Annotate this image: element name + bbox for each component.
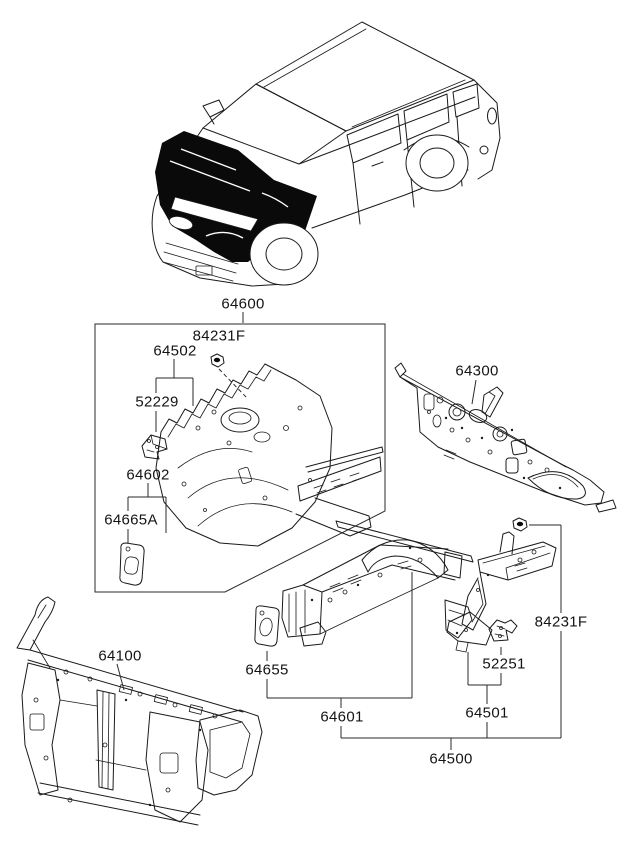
part-label-64501: 64501 bbox=[465, 704, 509, 722]
grommet-top-drawing bbox=[210, 353, 225, 368]
assembly-box-outline bbox=[94, 323, 386, 593]
part-label-64665a: 64665A bbox=[104, 511, 158, 529]
part-label-64100: 64100 bbox=[98, 647, 142, 665]
part-label-84231f-right: 84231F bbox=[534, 613, 588, 631]
radiator-support-drawing bbox=[16, 596, 263, 826]
part-label-64602: 64602 bbox=[126, 466, 170, 484]
bracket-52229-drawing bbox=[141, 434, 168, 460]
part-label-64600: 64600 bbox=[221, 295, 265, 313]
part-label-52229: 52229 bbox=[135, 393, 179, 411]
gasket-64665a-drawing bbox=[119, 542, 145, 586]
dash-panel-drawing bbox=[394, 362, 617, 513]
part-label-84231f-top: 84231F bbox=[192, 327, 246, 345]
part-label-64655: 64655 bbox=[245, 661, 289, 679]
part-label-52251: 52251 bbox=[482, 655, 526, 673]
gasket-64655-drawing bbox=[254, 605, 280, 647]
part-label-64601: 64601 bbox=[320, 708, 364, 726]
vehicle-locator-drawing bbox=[151, 21, 501, 287]
apron-assembly-drawing bbox=[155, 363, 384, 547]
apron-member-rh-drawing bbox=[446, 531, 557, 653]
part-label-64502: 64502 bbox=[153, 342, 197, 360]
frame-rail-lh-drawing bbox=[281, 520, 474, 647]
part-label-64300: 64300 bbox=[455, 362, 499, 380]
grommet-right-drawing bbox=[512, 517, 528, 532]
bracket-52251-drawing bbox=[488, 619, 518, 642]
leader-lines bbox=[116, 312, 562, 750]
part-label-64500: 64500 bbox=[429, 750, 473, 768]
